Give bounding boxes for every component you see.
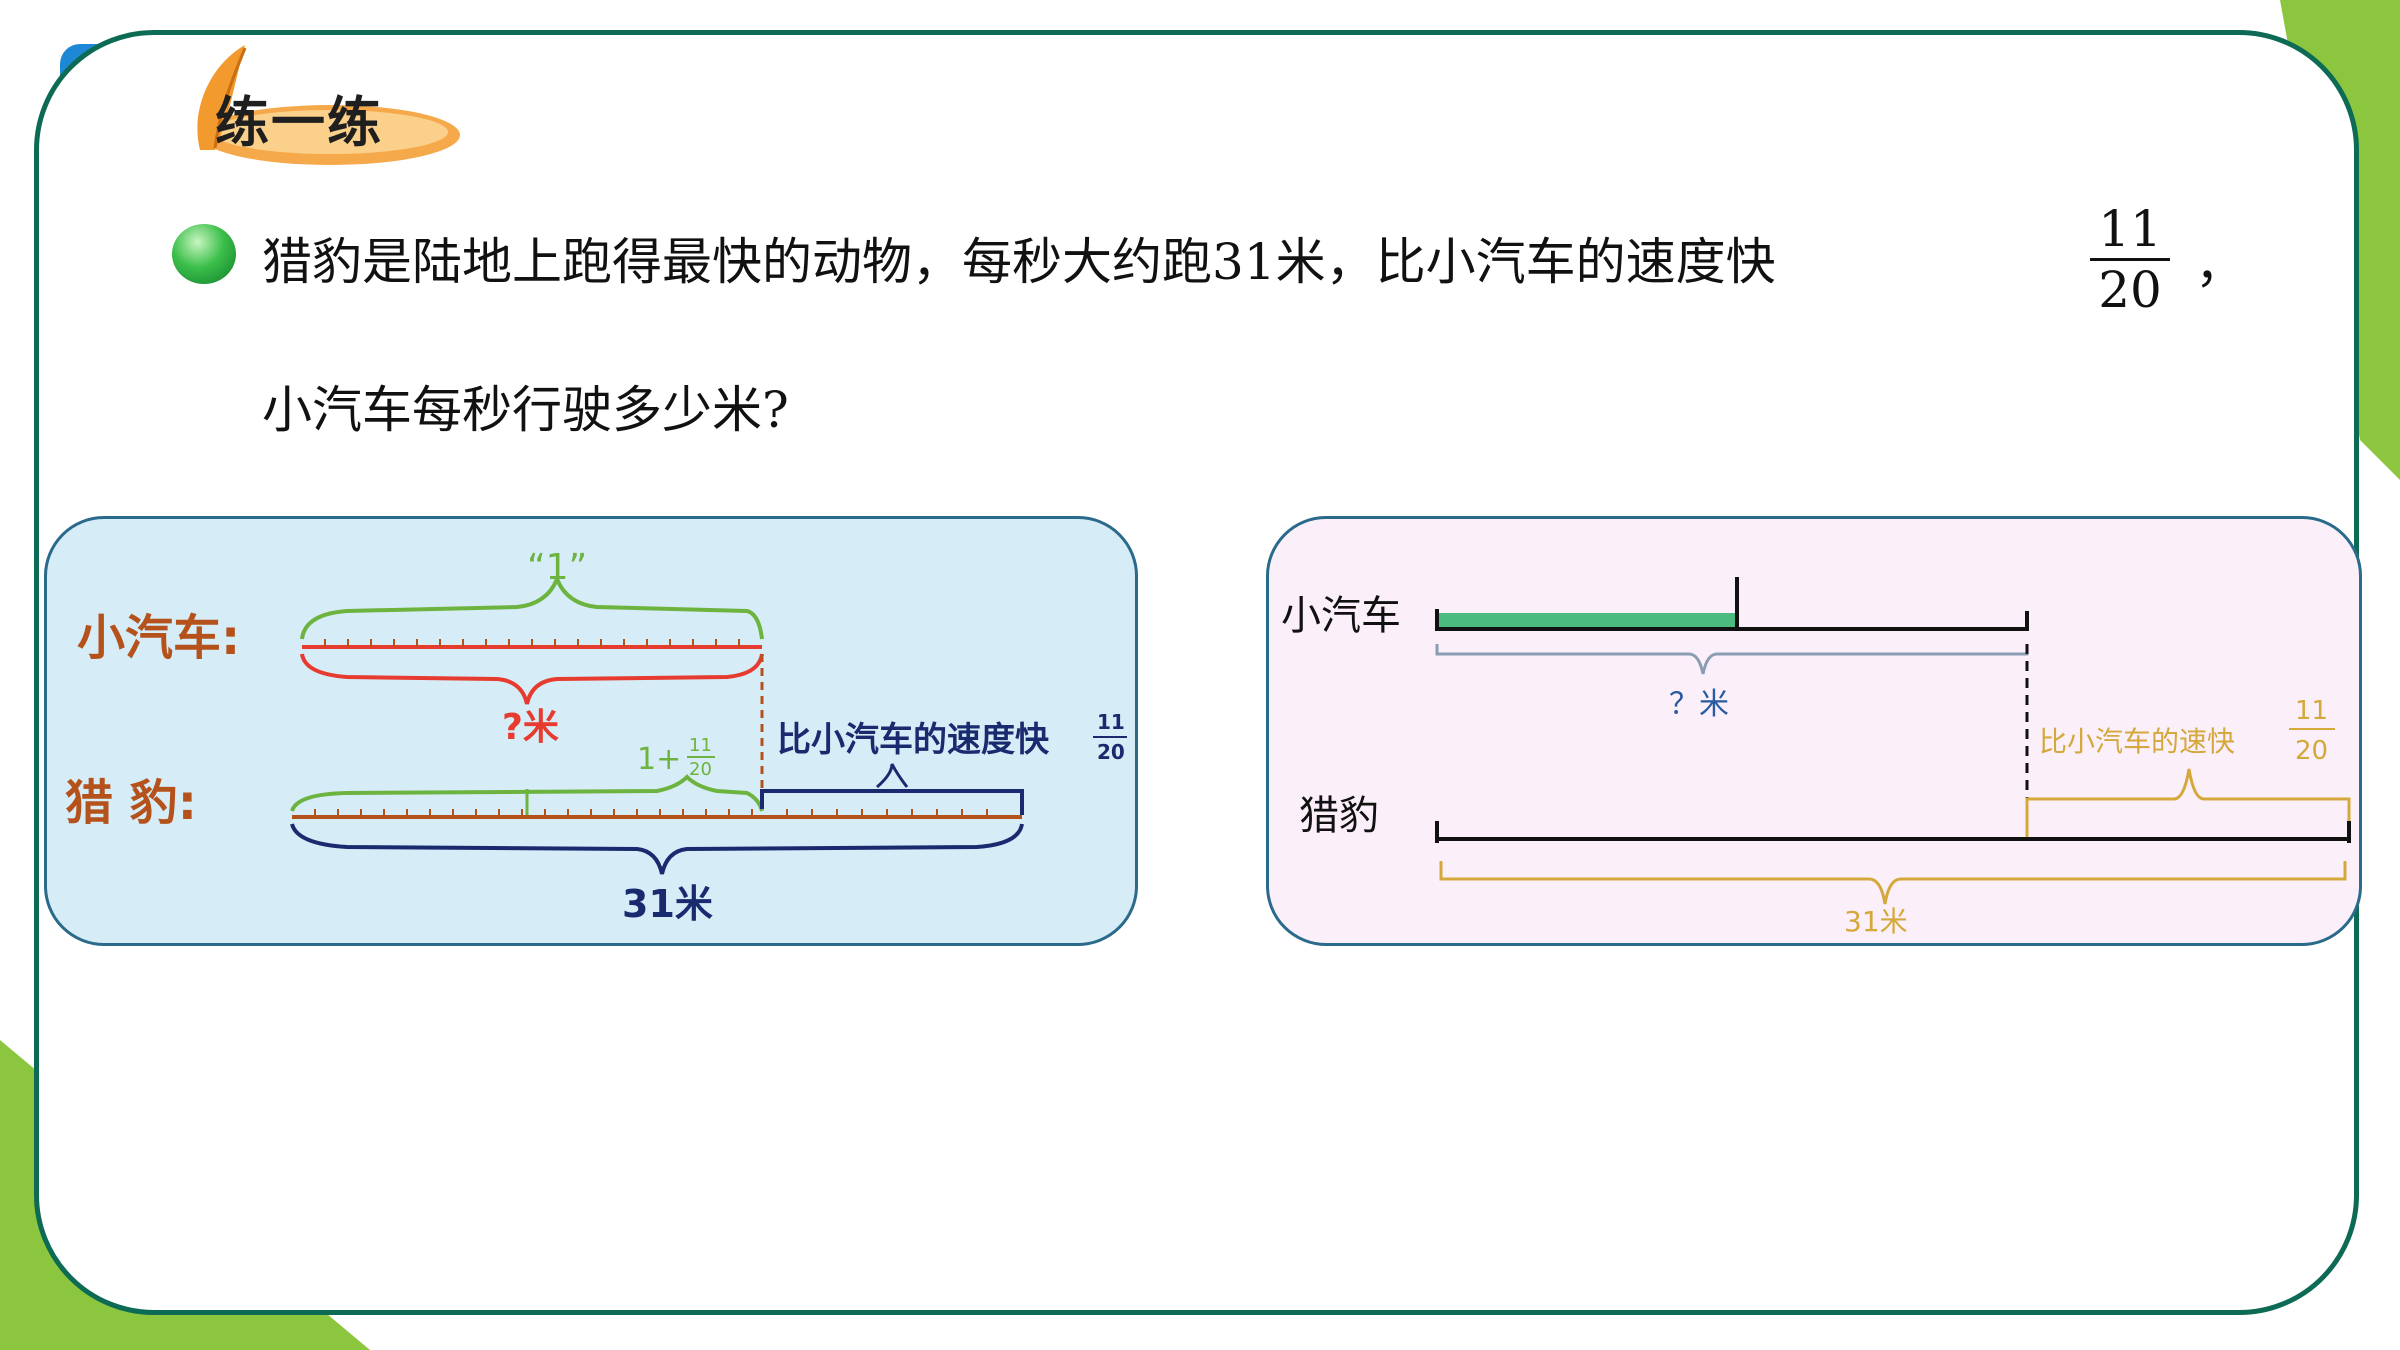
line-diagram: 小汽车 猎豹 ？米 比小汽车的速快 11 20 31米 [1281, 577, 2351, 938]
line-diagram-panel: 小汽车 猎豹 ？米 比小汽车的速快 11 20 31米 [1266, 516, 2362, 946]
faster-label: 比小汽车的速度快 [777, 720, 1050, 760]
car-segment-ticks [324, 639, 740, 647]
cheetah-segment-ticks [314, 809, 988, 817]
extra-part-peak [876, 763, 909, 789]
title-badge [197, 45, 460, 165]
question-line-2: 小汽车每秒行驶多少米? [262, 381, 789, 439]
cheetah-green-brace [290, 774, 764, 812]
total-label: 31米 [622, 882, 713, 926]
one-plus-label: 1+ [637, 742, 681, 777]
fraction-numerator: 11 [2090, 200, 2170, 261]
total-label-right: 31米 [1844, 905, 1908, 938]
faster-label-right: 比小汽车的速快 [2039, 725, 2235, 758]
hand-drawn-diagram: 小汽车: 猎 豹: “1” ?米 1+ 11 20 比小汽车的速度快 11 [65, 547, 1127, 926]
question-comma: ， [2195, 236, 2245, 294]
cheetah-total-brace-right [1439, 861, 2347, 905]
question-line-1: 猎豹是陆地上跑得最快的动物，每秒大约跑31米，比小汽车的速度快 [262, 233, 1776, 291]
bullet-icon [172, 224, 236, 284]
car-unknown-label: ?米 [502, 707, 559, 748]
extra-part-brace-right [2025, 768, 2351, 837]
hand-drawn-diagram-panel: 小汽车: 猎 豹: “1” ?米 1+ 11 20 比小汽车的速度快 11 [44, 516, 1138, 946]
car-label-right: 小汽车 [1281, 593, 1401, 639]
faster-num-right: 11 [2295, 696, 2328, 726]
fraction-denominator: 20 [2098, 261, 2162, 319]
cheetah-label: 猎 豹: [65, 775, 197, 831]
cheetah-label-right: 猎豹 [1299, 793, 1379, 839]
car-unit-brace [300, 573, 764, 640]
one-plus-den: 20 [689, 759, 712, 780]
unit-one-label: “1” [527, 547, 587, 588]
car-label: 小汽车: [77, 610, 240, 666]
extra-part-bracket [760, 789, 1024, 815]
car-unknown-label-right: ？米 [1669, 687, 1729, 722]
car-unknown-brace-right [1435, 644, 2029, 675]
faster-den-right: 20 [2295, 736, 2328, 766]
car-green-segment [1437, 613, 1737, 627]
one-plus-num: 11 [689, 735, 712, 756]
cheetah-total-brace [290, 823, 1024, 875]
page-title: 练一练 [215, 91, 383, 154]
question-fraction: 11 20 [2090, 200, 2170, 319]
car-unknown-brace [300, 653, 764, 705]
faster-den: 20 [1097, 740, 1125, 764]
faster-num: 11 [1097, 710, 1125, 734]
